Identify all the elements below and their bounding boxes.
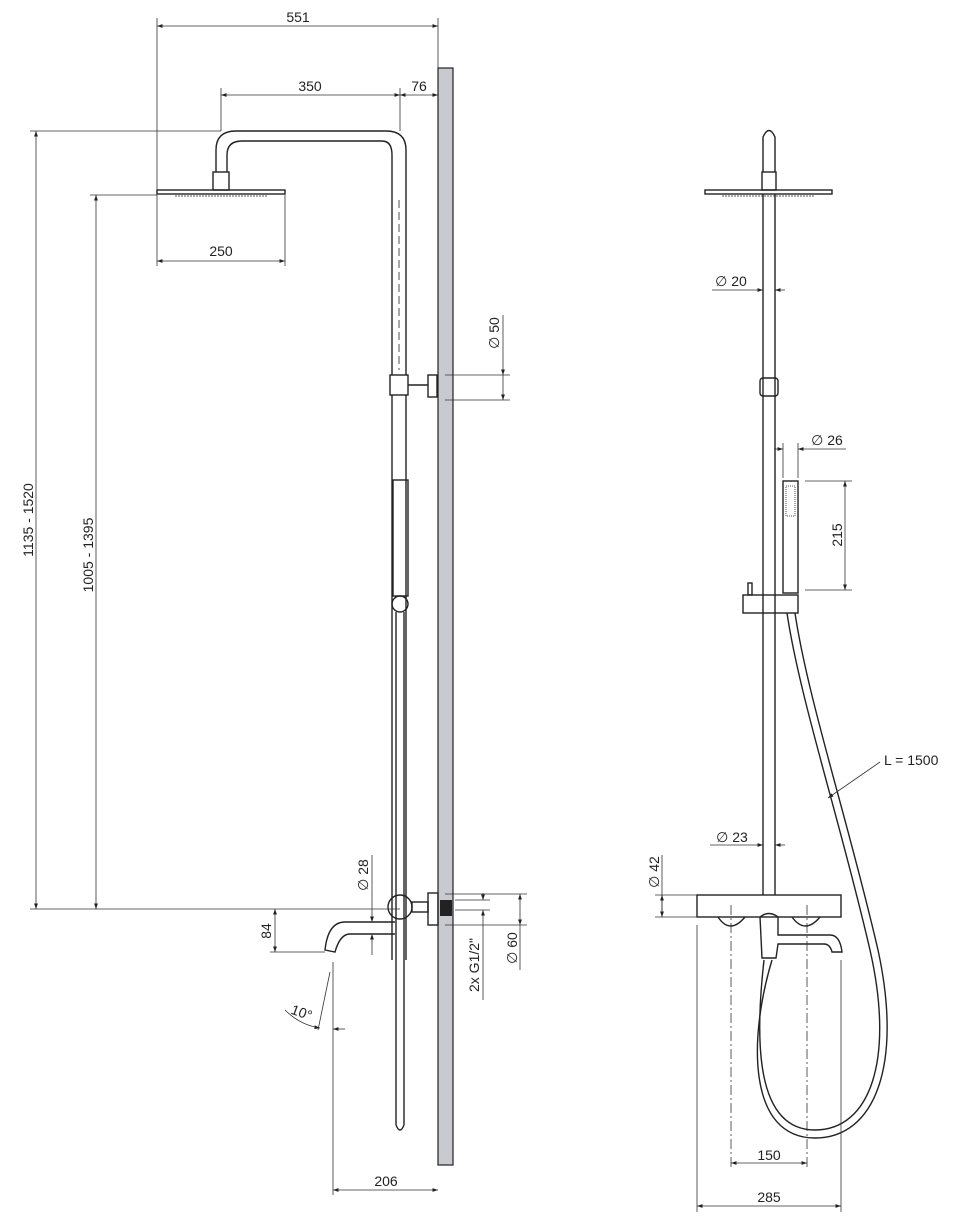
dim-206: 206 <box>333 1173 438 1192</box>
dim-label: 215 <box>829 523 845 547</box>
dim-hand-26: ∅ 26 <box>774 432 846 478</box>
dim-150: 150 <box>730 905 808 1170</box>
shower-head-side <box>156 171 286 197</box>
wall <box>437 67 454 1166</box>
dim-label: 150 <box>757 1147 781 1163</box>
hand-shower-side <box>391 479 409 1131</box>
dim-label: 206 <box>374 1173 398 1189</box>
dim-551: 551 <box>156 9 439 190</box>
dim-rail-20: ∅ 20 <box>712 273 785 292</box>
dim-flange-60: ∅ 60 <box>445 893 527 970</box>
front-view: ∅ 20 ∅ 26 215 L = 1500 ∅ 23 <box>646 129 939 1212</box>
dim-label: 250 <box>209 243 233 259</box>
mixer-side <box>324 892 452 953</box>
dim-84: 84 <box>258 909 325 953</box>
dim-label: L = 1500 <box>884 752 939 768</box>
dim-height-outer: 1135 - 1520 <box>20 130 400 910</box>
shower-arm <box>215 130 407 375</box>
dim-height-inner: 1005 - 1395 <box>80 194 157 909</box>
riser-side <box>391 200 407 960</box>
dim-hose-length: L = 1500 <box>827 752 939 799</box>
dim-label: 350 <box>298 78 322 94</box>
dim-connection: 2x G1/2" <box>455 893 490 1000</box>
dim-label: ∅ 20 <box>715 273 747 289</box>
wall-bracket <box>389 374 438 398</box>
side-view: 551 350 76 250 1135 - 1520 1005 - 1395 <box>20 9 527 1195</box>
dim-350-76: 350 76 <box>220 78 438 131</box>
dim-label: ∅ 60 <box>504 932 520 964</box>
dim-label: 1135 - 1520 <box>20 483 36 557</box>
dim-label: ∅ 26 <box>811 432 843 448</box>
dim-angle-10: 10° <box>284 962 345 1195</box>
mixer-front <box>696 894 843 959</box>
dim-285: 285 <box>696 925 842 1212</box>
dim-label: 84 <box>258 923 274 939</box>
dim-bracket-50: ∅ 50 <box>445 315 510 401</box>
dim-label: 2x G1/2" <box>466 938 482 992</box>
dim-label: ∅ 28 <box>355 859 371 891</box>
dim-215: 215 <box>805 480 852 591</box>
shower-head-front <box>704 129 833 197</box>
dim-label: 76 <box>411 78 427 94</box>
dim-pipe-28: ∅ 28 <box>355 855 374 955</box>
dim-label: 551 <box>286 9 310 25</box>
dim-250: 250 <box>156 195 286 266</box>
dim-label: 10° <box>289 1001 314 1023</box>
hand-shower-front <box>742 480 799 614</box>
dim-label: 1005 - 1395 <box>80 517 96 592</box>
dim-label: 285 <box>757 1189 781 1205</box>
hose-front <box>756 612 888 1139</box>
dim-label: ∅ 42 <box>646 856 662 888</box>
dim-mixer-42: ∅ 42 <box>646 855 697 918</box>
dim-lower-23: ∅ 23 <box>710 829 785 847</box>
dim-label: ∅ 50 <box>486 317 502 349</box>
riser-front <box>759 194 779 895</box>
dim-label: ∅ 23 <box>716 829 748 845</box>
